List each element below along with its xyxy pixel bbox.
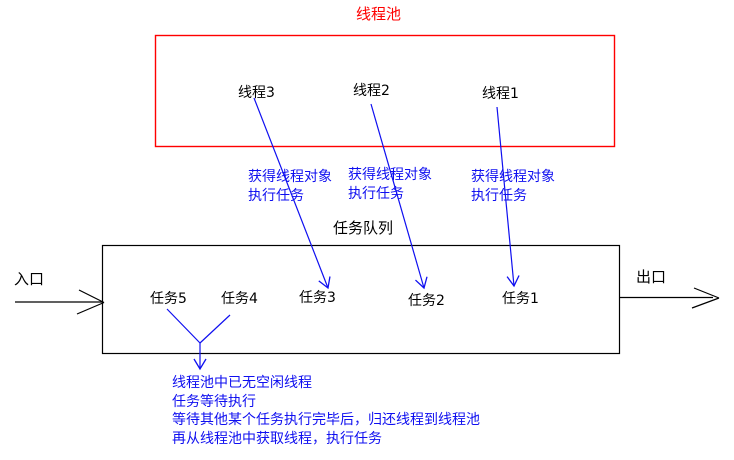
- acquire-note-1: 获得线程对象 执行任务: [248, 168, 332, 206]
- acquire-note-2: 获得线程对象 执行任务: [348, 166, 432, 204]
- thread-2-label: 线程2: [353, 83, 390, 99]
- exit-label: 出口: [636, 268, 667, 286]
- acquire-note-1-line2: 执行任务: [248, 188, 304, 204]
- acquire-note-3-line2: 执行任务: [471, 188, 527, 204]
- task-queue-box: [101, 244, 621, 355]
- acquire-note-2-line2: 执行任务: [348, 186, 404, 202]
- task-3-label: 任务3: [299, 290, 336, 306]
- thread-pool-title: 线程池: [356, 5, 402, 23]
- thread-3-label: 线程3: [238, 85, 275, 101]
- overflow-note-line1: 线程池中已无空闲线程: [172, 375, 312, 391]
- task-5-label: 任务5: [150, 291, 187, 307]
- task-4-label: 任务4: [221, 291, 258, 307]
- overflow-note: 线程池中已无空闲线程 任务等待执行 等待其他某个任务执行完毕后，归还线程到线程池…: [172, 374, 480, 448]
- thread1-to-task1-arrow: [496, 106, 520, 288]
- waiting-tasks-arrow: [166, 308, 231, 371]
- overflow-note-line3: 等待其他某个任务执行完毕后，归还线程到线程池: [172, 412, 480, 428]
- thread3-to-task3-arrow: [253, 97, 331, 290]
- acquire-note-3: 获得线程对象 执行任务: [471, 168, 555, 206]
- entry-arrow: [15, 289, 105, 315]
- overflow-note-line4: 再从线程池中获取线程，执行任务: [172, 430, 382, 447]
- overflow-note-line2: 任务等待执行: [172, 393, 256, 410]
- acquire-note-3-line1: 获得线程对象: [471, 169, 555, 185]
- exit-arrow: [620, 287, 720, 309]
- acquire-note-1-line1: 获得线程对象: [248, 169, 332, 185]
- entry-label: 入口: [14, 270, 45, 288]
- task-2-label: 任务2: [408, 293, 445, 309]
- thread2-to-task2-arrow: [370, 103, 428, 290]
- task-queue-title: 任务队列: [333, 219, 394, 237]
- thread-pool-box: [154, 34, 616, 148]
- acquire-note-2-line1: 获得线程对象: [348, 167, 432, 183]
- thread-1-label: 线程1: [482, 86, 519, 102]
- task-1-label: 任务1: [502, 291, 539, 307]
